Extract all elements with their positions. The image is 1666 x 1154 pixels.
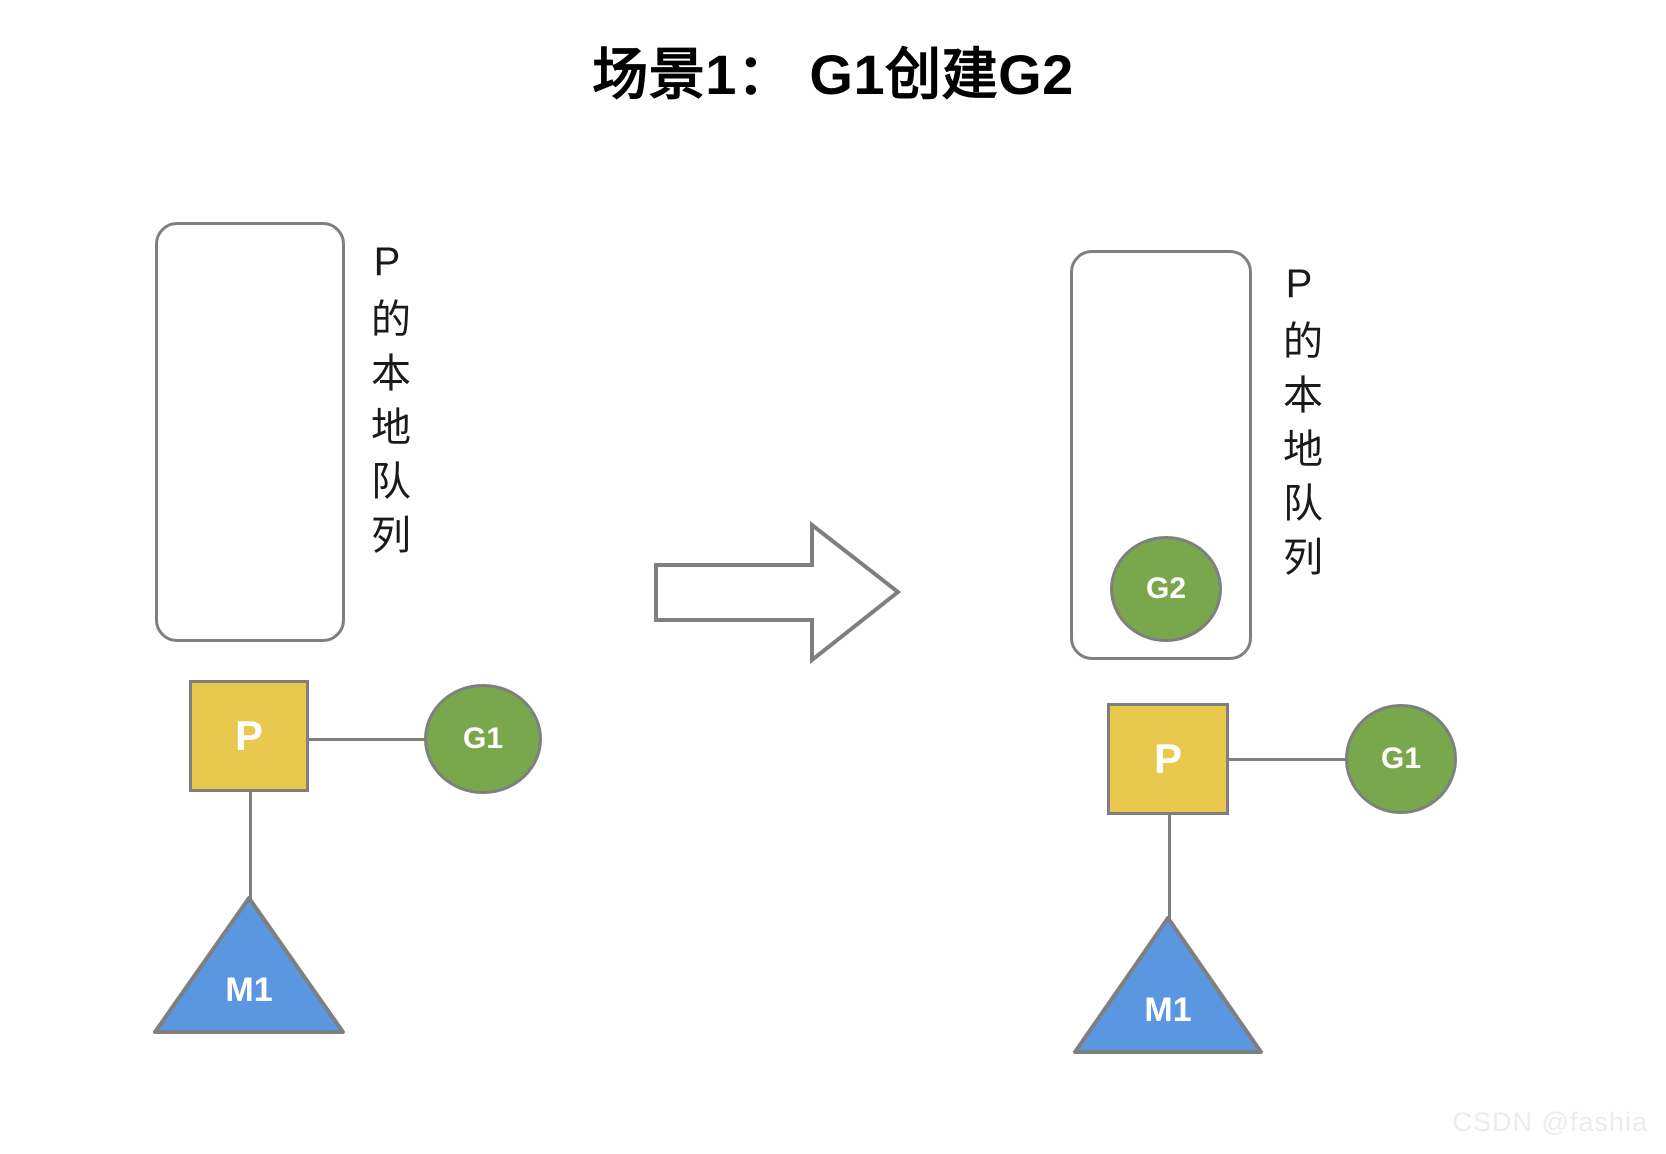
machine-triangle-before[interactable]: M1 xyxy=(152,895,346,1035)
watermark: CSDN @fashia xyxy=(1452,1107,1648,1137)
goroutine-circle-g1-before[interactable]: G1 xyxy=(424,684,542,794)
processor-box-before[interactable]: P xyxy=(189,680,309,792)
local-run-queue-box-before xyxy=(155,222,345,642)
goroutine-circle-g1-after[interactable]: G1 xyxy=(1345,704,1457,814)
page-title: 场景1： G1创建G2 xyxy=(592,43,1074,106)
connector-processor-to-machine-after xyxy=(1168,812,1171,920)
processor-box-after[interactable]: P xyxy=(1107,703,1229,815)
goroutine-circle-g2-queued[interactable]: G2 xyxy=(1110,536,1222,642)
local-run-queue-label-before: P的本地队列 xyxy=(365,240,409,568)
connector-processor-to-machine-before xyxy=(249,790,252,900)
machine-triangle-after[interactable]: M1 xyxy=(1072,915,1264,1055)
right-block-arrow-icon xyxy=(652,520,902,665)
connector-processor-to-goroutine-after xyxy=(1228,758,1353,761)
connector-processor-to-goroutine-before xyxy=(306,738,436,741)
local-run-queue-label-after: P的本地队列 xyxy=(1277,262,1321,590)
